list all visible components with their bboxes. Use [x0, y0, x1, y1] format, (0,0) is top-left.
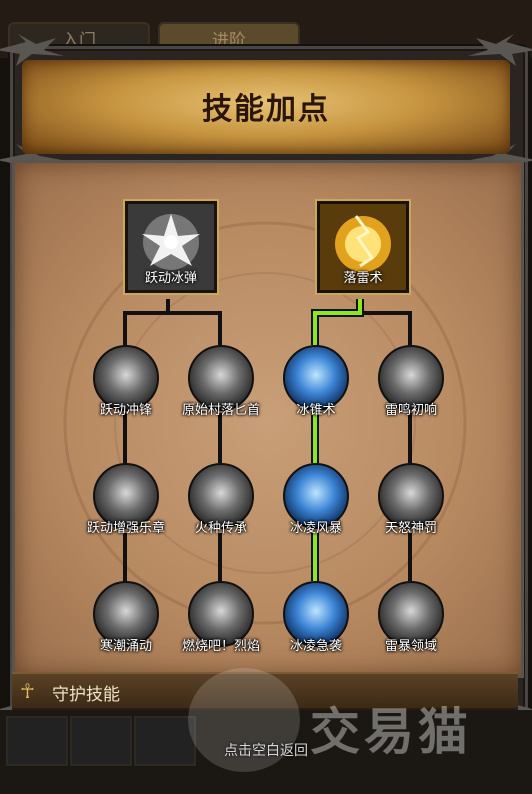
skill-node[interactable]: 雷鸣初响	[378, 345, 444, 418]
inventory-slot	[70, 716, 132, 766]
skill-node[interactable]: 冰凌急袭	[283, 581, 349, 654]
storm-field-icon	[378, 581, 444, 647]
connector-right-b	[358, 299, 412, 345]
lightning-icon	[320, 204, 406, 290]
thunder-icon	[378, 345, 444, 411]
skill-node[interactable]: 天怒神罚	[378, 463, 444, 536]
skill-node[interactable]: 跃动增强乐章	[87, 463, 165, 536]
snowflake-icon	[93, 581, 159, 647]
skill-node[interactable]: 冰锥术	[283, 345, 349, 418]
connector-left-b	[168, 311, 222, 345]
guard-skill-bar[interactable]: ☥ 守护技能	[12, 672, 518, 710]
ice-storm-icon	[283, 463, 349, 529]
watermark-cat-icon	[188, 668, 300, 772]
bg-rune-circle	[63, 221, 467, 625]
skill-label: 冰凌急袭	[289, 639, 342, 654]
skill-tree-panel[interactable]: 跃动冰弹 落雷术 跃动冲锋 原始村落匕首 冰锥术 雷鸣初响 跃动增强乐章 火种传…	[12, 160, 524, 678]
ice-strike-icon	[283, 581, 349, 647]
skill-node[interactable]: 火种传承	[188, 463, 254, 536]
page-title: 技能加点	[202, 92, 330, 127]
active-path-outline	[311, 299, 364, 345]
inventory-slot	[6, 716, 68, 766]
skill-label: 原始村落匕首	[181, 403, 260, 418]
fire-seed-icon	[188, 463, 254, 529]
skill-label: 火种传承	[194, 521, 247, 536]
tap-to-return-hint[interactable]: 点击空白返回	[224, 743, 308, 759]
skill-label: 跃动冲锋	[99, 403, 152, 418]
ice-shard-icon	[283, 345, 349, 411]
skill-label: 雷暴领域	[384, 639, 437, 654]
skill-node[interactable]: 跃动冲锋	[93, 345, 159, 418]
skill-label: 冰凌风暴	[289, 521, 342, 536]
skill-label: 寒潮涌动	[99, 639, 152, 654]
burst-icon	[128, 204, 214, 290]
connector-left-a	[123, 299, 170, 345]
skill-label: 天怒神罚	[384, 521, 437, 536]
inventory-slot	[134, 716, 196, 766]
skill-label: 燃烧吧！烈焰	[181, 639, 260, 654]
skill-node[interactable]: 原始村落匕首	[182, 345, 260, 418]
root-skill-label: 跃动冰弹	[144, 271, 197, 286]
thorn-corner-top-left	[0, 34, 64, 66]
skill-node[interactable]: 寒潮涌动	[93, 581, 159, 654]
active-path-a	[313, 299, 362, 345]
sparkle-icon	[93, 345, 159, 411]
ankh-icon: ☥	[20, 679, 35, 703]
skill-node[interactable]: 雷暴领域	[378, 581, 444, 654]
dagger-icon	[188, 345, 254, 411]
dialog-header: 技能加点	[22, 60, 510, 154]
burst-icon	[93, 463, 159, 529]
lightning-strike-icon	[378, 463, 444, 529]
root-skill-label: 落雷术	[343, 271, 383, 286]
guard-skill-label: 守护技能	[52, 685, 120, 705]
skill-node[interactable]: 冰凌风暴	[283, 463, 349, 536]
skill-node[interactable]: 燃烧吧！烈焰	[182, 581, 260, 654]
flame-spear-icon	[188, 581, 254, 647]
root-skill-silver[interactable]: 跃动冰弹	[125, 201, 217, 293]
skill-label: 冰锥术	[296, 403, 336, 418]
skill-label: 跃动增强乐章	[86, 521, 165, 536]
root-skill-gold[interactable]: 落雷术	[317, 201, 409, 293]
skill-label: 雷鸣初响	[384, 403, 437, 418]
thorn-corner-top-right	[468, 34, 532, 66]
skill-tree-connectors	[63, 221, 467, 625]
watermark-text: 交易猫	[310, 703, 472, 761]
bg-rune-circle-inner	[114, 272, 416, 574]
